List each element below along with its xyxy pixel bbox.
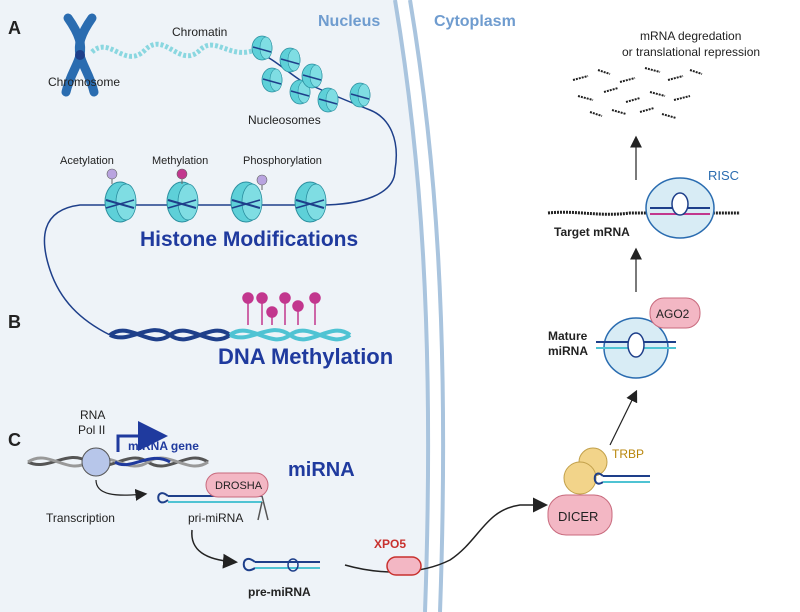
- nucleus-label: Nucleus: [318, 13, 380, 30]
- acetylation-label: Acetylation: [60, 155, 114, 167]
- nuclear-membrane-outer: [408, 0, 446, 612]
- phosphorylated-nucleosome: [230, 174, 268, 223]
- dicer-complex: [547, 447, 650, 536]
- cytoplasm-label: Cytoplasm: [434, 13, 516, 30]
- rna-pol-label-line2: Pol II: [78, 423, 105, 437]
- panel-b-label: B: [8, 312, 21, 332]
- pri-mirna-label: pri-miRNA: [188, 511, 243, 525]
- export-arrow: [344, 497, 548, 573]
- drosha-protein: [205, 472, 269, 498]
- nuclear-membrane: [393, 0, 431, 612]
- xpo5-exportin: [386, 556, 422, 576]
- methyl-groups: [242, 292, 321, 325]
- target-mrna-label: Target mRNA: [554, 225, 630, 239]
- mature-mirna-label-line2: miRNA: [548, 344, 588, 358]
- transcription-arrow: [95, 479, 148, 501]
- dicer-to-mature-arrow: [609, 389, 638, 446]
- chromatin-label: Chromatin: [172, 25, 227, 39]
- panel-c-label: C: [8, 430, 21, 450]
- methylated-nucleosome: [166, 168, 199, 223]
- processing-arrow: [191, 529, 238, 569]
- methylation-label: Methylation: [152, 155, 208, 167]
- chromosome-icon: [61, 13, 99, 97]
- drosha-label: DROSHA: [215, 480, 263, 492]
- rna-pol-label-line1: RNA: [80, 408, 105, 422]
- pre-mirna-structure: [242, 558, 320, 572]
- dna-methylation-title: DNA Methylation: [218, 344, 393, 369]
- dna-double-helix: [108, 328, 352, 342]
- plain-nucleosome: [294, 181, 327, 223]
- risc-complex: [547, 177, 740, 239]
- xpo5-label: XPO5: [374, 537, 406, 551]
- transcription-label: Transcription: [46, 511, 115, 525]
- ago2-label: AGO2: [656, 307, 690, 321]
- risc-label: RISC: [708, 168, 739, 183]
- trbp-label: TRBP: [612, 447, 644, 461]
- chromosome-label: Chromosome: [48, 75, 120, 89]
- mature-mirna-complex: [596, 297, 701, 379]
- acetylated-nucleosome: [104, 168, 137, 223]
- panel-a-label: A: [8, 18, 21, 38]
- mirna-gene-label: miRNA gene: [128, 439, 199, 453]
- dicer-label: DICER: [558, 509, 598, 524]
- rna-pol-ii-icon: [81, 447, 111, 477]
- degradation-label-line2: or translational repression: [622, 45, 760, 59]
- chromatin-fiber: [90, 41, 256, 59]
- degradation-label-line1: mRNA degredation: [640, 29, 741, 43]
- gene-dna-helix: [27, 456, 209, 468]
- histone-modifications-title: Histone Modifications: [140, 228, 358, 251]
- pre-mirna-label: pre-miRNA: [248, 585, 311, 599]
- nucleosomes-label: Nucleosomes: [248, 113, 321, 127]
- histone-dna-strand: [43, 169, 396, 336]
- mirna-title: miRNA: [288, 459, 355, 481]
- mrna-fragments: [572, 67, 703, 119]
- nucleosome-cluster: [251, 35, 397, 171]
- phosphorylation-label: Phosphorylation: [243, 155, 322, 167]
- mature-mirna-label-line1: Mature: [548, 329, 588, 343]
- mirna-gene-arrow: [116, 421, 168, 452]
